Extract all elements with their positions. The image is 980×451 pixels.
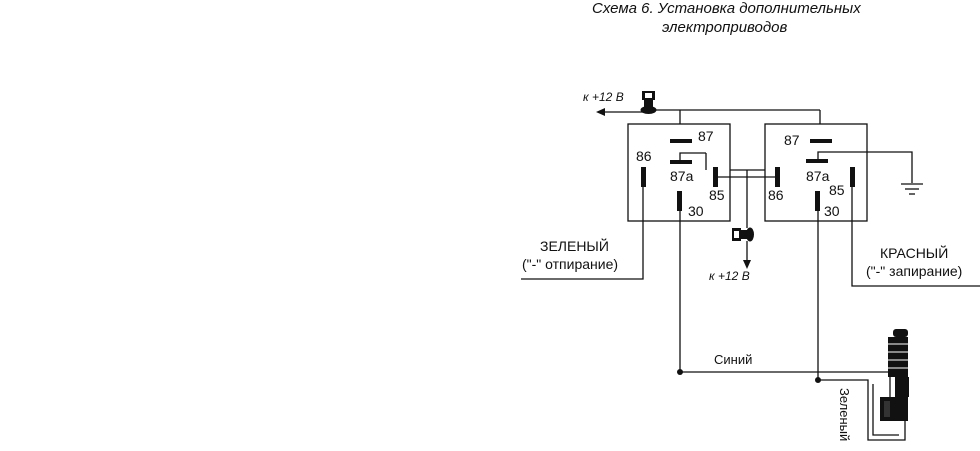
diagram-title-line1: Схема 6. Установка дополнительных	[592, 0, 861, 17]
relay-right-pin87a: 87a	[806, 168, 830, 184]
relay-left-pin87a: 87a	[670, 168, 694, 184]
relay-right-pin30: 30	[824, 203, 840, 219]
supply-label-top: к +12 В	[583, 90, 624, 104]
fuse-icon	[732, 227, 754, 242]
wire-blue-label: Синий	[714, 352, 752, 367]
arrow-icon	[596, 108, 605, 116]
input-red-desc: ("-" запирание)	[866, 263, 962, 279]
input-green-name: ЗЕЛЕНЫЙ	[540, 237, 609, 254]
relay-right-pin86: 86	[768, 187, 784, 203]
actuator-icon	[880, 329, 909, 421]
input-green-desc: ("-" отпирание)	[522, 256, 618, 272]
ground-icon	[901, 183, 923, 195]
relay-right-pin87: 87	[784, 132, 800, 148]
wire-green-label: Зеленый	[837, 388, 852, 441]
relay-right-pin85: 85	[829, 182, 845, 198]
diagram-title-line2: электроприводов	[662, 19, 788, 36]
relay-left-pin85: 85	[709, 187, 725, 203]
supply-label-bottom: к +12 В	[709, 269, 750, 283]
fuse-icon	[640, 91, 657, 114]
input-red-name: КРАСНЫЙ	[880, 244, 948, 261]
relay-left-pin30: 30	[688, 203, 704, 219]
arrow-icon	[743, 260, 751, 269]
relay-left-pin86: 86	[636, 148, 652, 164]
relay-left-pin87: 87	[698, 128, 714, 144]
